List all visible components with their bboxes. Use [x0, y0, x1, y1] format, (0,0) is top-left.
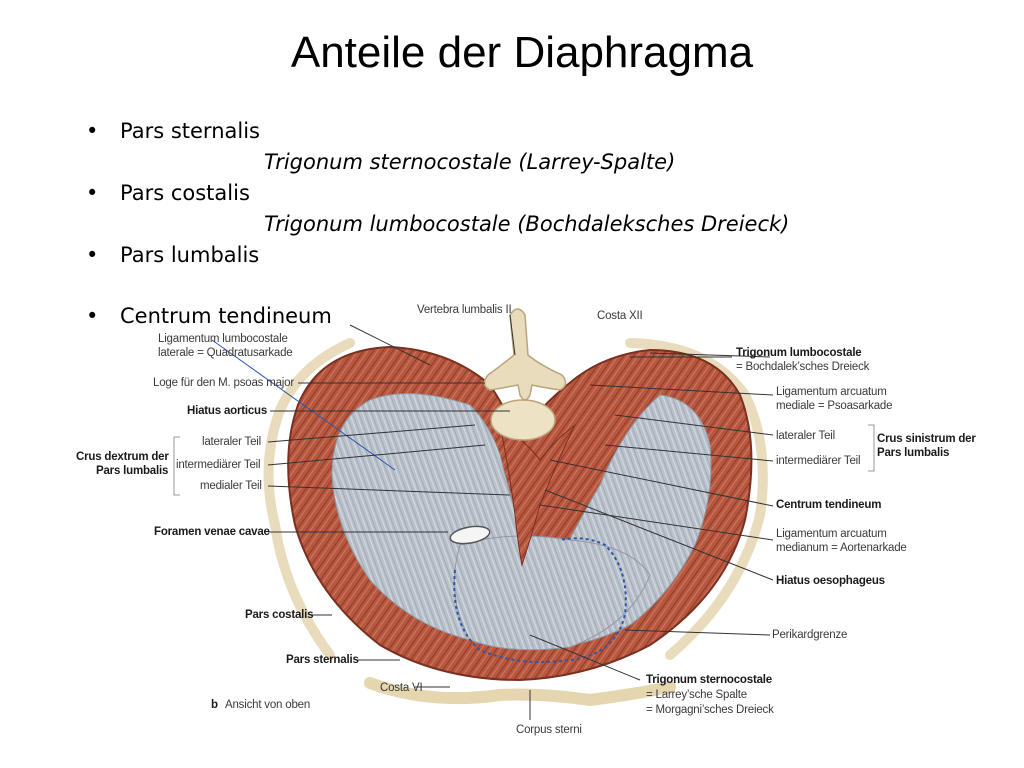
bullet-dot: •: [86, 119, 99, 143]
label-lig-arcuatum-medianum-1: Ligamentum arcuatum: [776, 528, 887, 540]
blue-pointer-line: [211, 339, 396, 471]
label-costa-xii: Costa XII: [597, 310, 643, 322]
label-lateraler-teil-left: lateraler Teil: [202, 436, 261, 448]
label-lateraler-teil-right: lateraler Teil: [776, 430, 835, 442]
label-costa-vi: Costa VI: [380, 682, 423, 694]
bullet-item-pars-costalis: • Pars costalis: [86, 178, 806, 209]
label-intermediaer-teil-left: intermediärer Teil: [176, 459, 261, 471]
label-medialer-teil-left: medialer Teil: [200, 480, 262, 492]
label-lig-arcuatum-mediale-2: mediale = Psoasarkade: [776, 400, 893, 412]
bullet-dot: •: [86, 243, 99, 267]
label-corpus-sterni: Corpus sterni: [516, 724, 582, 736]
bullet-dot: •: [86, 181, 99, 205]
label-lig-arcuatum-mediale-1: Ligamentum arcuatum: [776, 386, 887, 398]
bullet-subtext: Trigonum lumbocostale (Bochdaleksches Dr…: [264, 212, 790, 236]
label-loge-psoas: Loge für den M. psoas major: [153, 377, 294, 389]
label-centrum-tendineum: Centrum tendineum: [776, 499, 882, 511]
label-trigonum-lumbocostale-2: = Bochdalek’sches Dreieck: [736, 361, 870, 373]
slide-title: Anteile der Diaphragma: [290, 28, 754, 77]
bullet-text: Centrum tendineum: [120, 304, 332, 328]
diaphragm-figure: Vertebra lumbalis II Costa XII Ligamentu…: [70, 295, 990, 745]
vertebra-lumbalis-ii: [483, 308, 567, 441]
label-vertebra-lumbalis: Vertebra lumbalis II: [417, 304, 512, 316]
perikardgrenze-line: [453, 537, 627, 664]
label-crus-dextrum-1: Crus dextrum der: [76, 451, 169, 463]
label-lig-lumbocostale-1: Ligamentum lumbocostale: [158, 333, 288, 345]
label-intermediaer-teil-right: intermediärer Teil: [776, 455, 861, 467]
label-lig-arcuatum-medianum-2: medianum = Aortenarkade: [776, 542, 907, 554]
label-perikardgrenze: Perikardgrenze: [772, 629, 848, 641]
leader-lines-right: [415, 352, 774, 720]
centrum-tendineum-anterior: [453, 535, 651, 651]
label-foramen-venae-cavae: Foramen venae cavae: [154, 526, 270, 538]
label-crus-sinistrum-2: Pars lumbalis: [877, 447, 950, 459]
diaphragm-illustration: [173, 308, 875, 720]
label-crus-dextrum-2: Pars lumbalis: [96, 465, 169, 477]
bullet-item-centrum-tendineum: • Centrum tendineum: [86, 301, 806, 332]
bullet-text: Pars sternalis: [120, 119, 260, 143]
bullet-item-pars-sternalis: • Pars sternalis: [86, 116, 806, 147]
crus-dextrum-bracket: [173, 436, 180, 496]
label-trigonum-lumbocostale-1: Trigonum lumbocostale: [736, 347, 862, 359]
label-hiatus-oesophageus: Hiatus oesophageus: [776, 575, 885, 587]
label-ansicht-letter: b: [211, 699, 218, 711]
bullet-text: Pars costalis: [120, 181, 250, 205]
label-trigonum-sternocostale-1: Trigonum sternocostale: [646, 674, 772, 686]
foramen-venae-cavae: [449, 525, 491, 545]
label-crus-sinistrum-1: Crus sinistrum der: [877, 433, 976, 445]
bullet-dot: •: [86, 304, 99, 328]
leader-lines-left: [267, 314, 516, 661]
bullet-item-pars-lumbalis: • Pars lumbalis: [86, 240, 806, 271]
label-lig-lumbocostale-2: laterale = Quadratusarkade: [158, 347, 293, 359]
bullet-text: Pars lumbalis: [120, 243, 260, 267]
bullet-list: • Pars sternalis Trigonum sternocostale …: [86, 116, 806, 332]
rib-bone-left: [263, 338, 355, 660]
label-pars-sternalis: Pars sternalis: [286, 654, 359, 666]
label-ansicht-von-oben: Ansicht von oben: [225, 699, 311, 711]
label-pars-costalis: Pars costalis: [245, 609, 314, 621]
bullet-subtext: Trigonum sternocostale (Larrey-Spalte): [264, 150, 676, 174]
label-hiatus-aorticus: Hiatus aorticus: [187, 405, 268, 417]
crus-sinistrum-bracket: [868, 424, 875, 472]
label-trigonum-sternocostale-3: = Morgagni’sches Dreieck: [646, 704, 774, 716]
costa-vi-bone: [364, 677, 676, 707]
label-trigonum-sternocostale-2: = Larrey’sche Spalte: [646, 689, 747, 701]
